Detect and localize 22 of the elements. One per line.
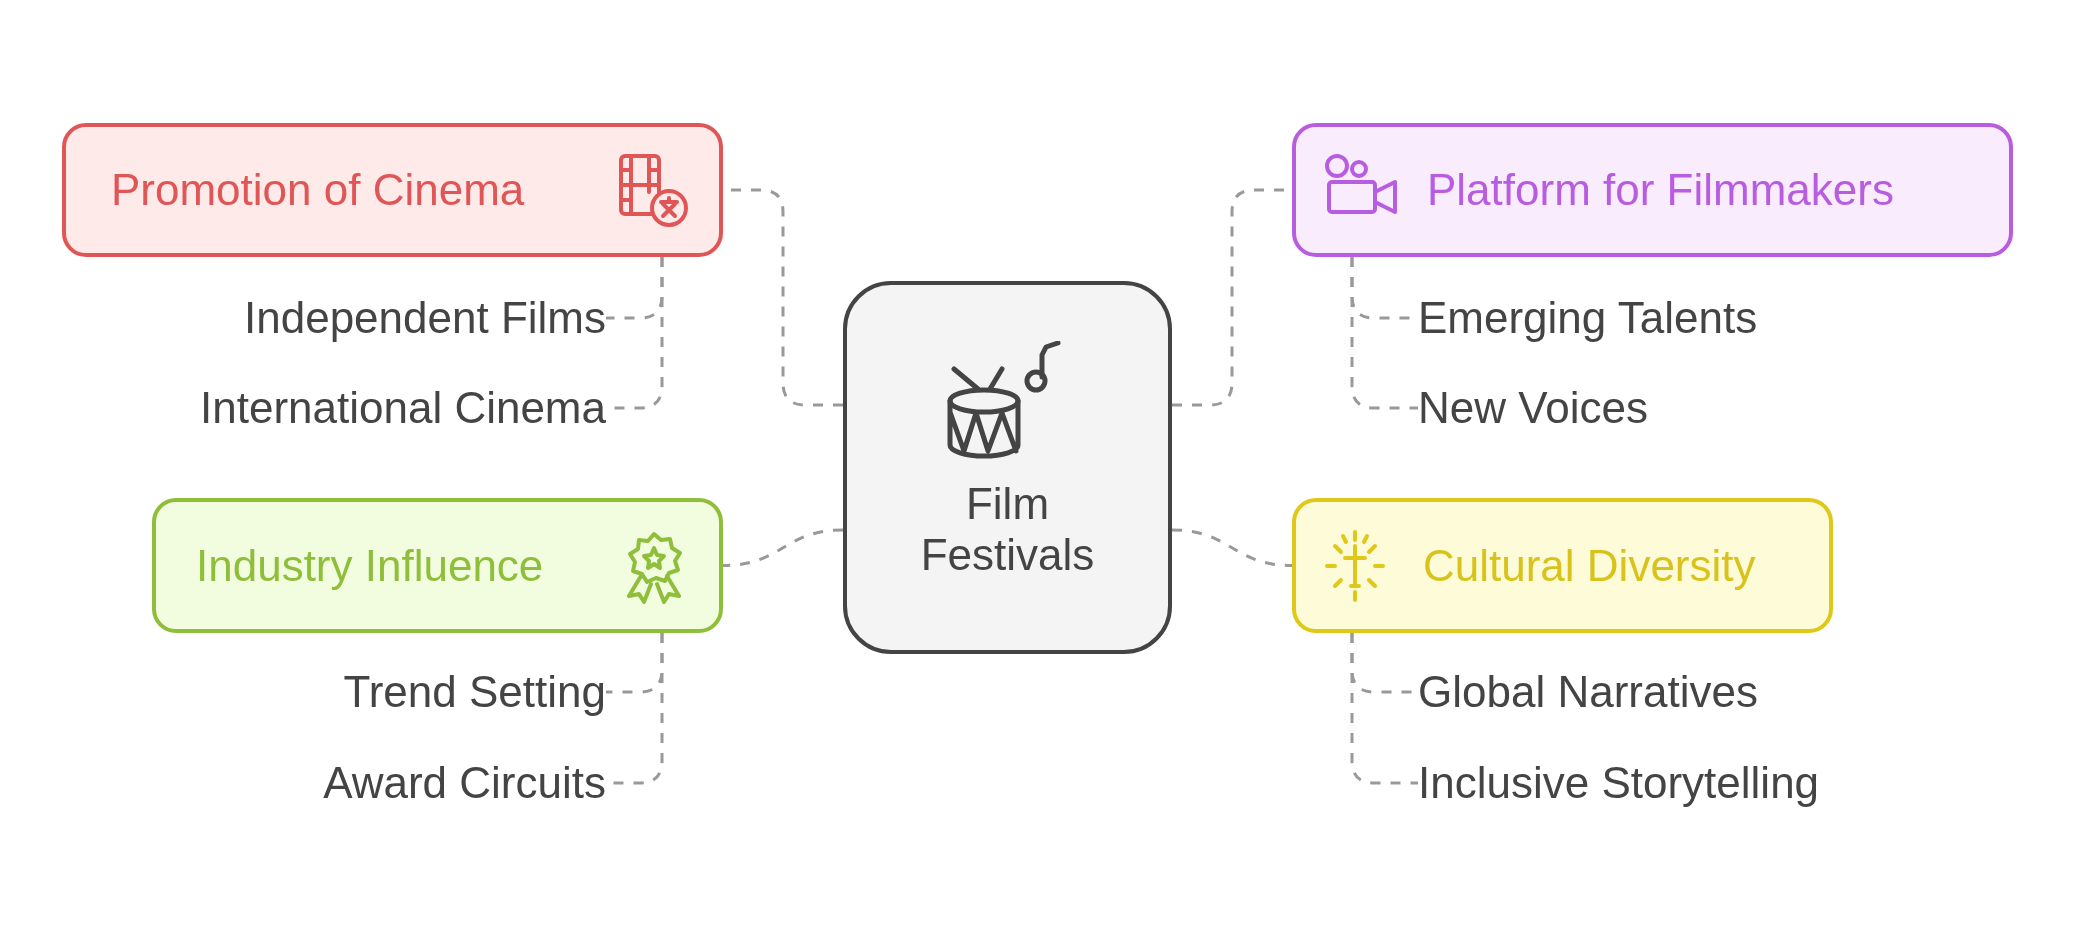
category-box [62,123,723,257]
category-box [152,498,723,633]
connector-line [1350,257,1418,410]
category-box [1292,123,2013,257]
subtopic-label: International Cinema [200,378,606,438]
category-title: Industry Influence [196,540,544,592]
subtopic-label: Independent Films [244,288,606,348]
category-title: Platform for Filmmakers [1427,165,1894,216]
subtopic-label: Award Circuits [323,753,606,813]
topic-box [843,281,1172,654]
category-box [1292,498,1833,633]
connector-line [1171,528,1293,567]
connector-line [1350,633,1418,785]
subtopic-label: Global Narratives [1418,662,1758,722]
category-title: Cultural Diversity [1423,540,1756,592]
subtopic-label: Emerging Talents [1418,288,1758,348]
subtopic-label: Inclusive Storytelling [1418,753,1820,813]
category-title: Promotion of Cinema [111,165,525,216]
subtopic-label: Trend Setting [343,662,606,722]
connector-line [722,528,844,567]
subtopic-label: New Voices [1418,378,1648,438]
topic-title: Film Festivals [919,479,1096,581]
